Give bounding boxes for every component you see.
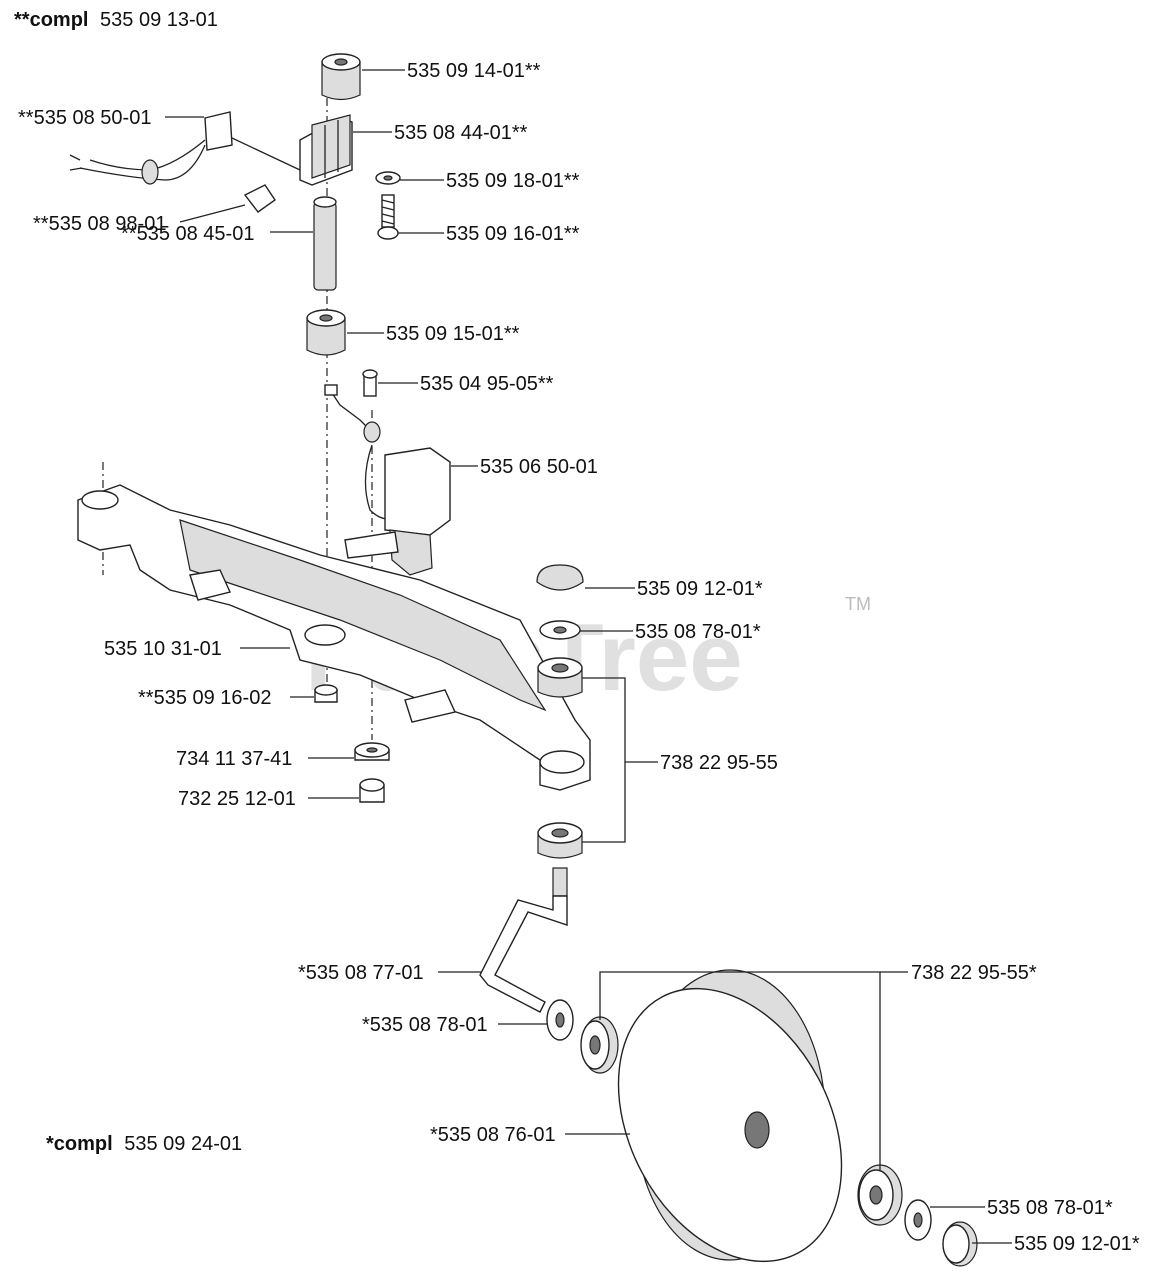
switch-bracket-part [299, 114, 353, 186]
part-label: 535 09 14-01** [407, 60, 541, 82]
part-label: 535 04 95-05** [420, 373, 554, 395]
part-label: 738 22 95-55* [911, 962, 1037, 984]
bearing-upper-part [537, 657, 583, 698]
compl-top-number: 535 09 13-01 [100, 9, 218, 31]
bearing-wheel-outer-part [857, 1164, 903, 1226]
compl-bottom-prefix: *compl [46, 1133, 113, 1155]
part-label: **535 09 16-02 [138, 687, 271, 709]
part-label: 535 08 44-01** [394, 122, 528, 144]
washer-wheel-outer-part [904, 1199, 932, 1241]
washer-upper-part [539, 620, 581, 640]
part-label: *535 08 77-01 [298, 962, 424, 984]
lower-bushing-part [306, 309, 346, 356]
compl-bottom-number: 535 09 24-01 [124, 1133, 242, 1155]
part-label: *535 08 78-01 [362, 1014, 488, 1036]
part-label: 535 10 31-01 [104, 638, 222, 660]
leader-lines [165, 69, 1012, 1244]
sensor-unit-part [324, 384, 451, 576]
part-label: 535 09 16-01** [446, 223, 580, 245]
part-label: 535 09 12-01* [1014, 1233, 1140, 1255]
part-label: 535 06 50-01 [480, 456, 598, 478]
clip-part [243, 184, 276, 213]
shaft-part [313, 196, 337, 291]
front-axle-part [77, 484, 591, 791]
part-label: **535 08 45-01 [121, 223, 254, 245]
part-label: 535 09 15-01** [386, 323, 520, 345]
pin-part [362, 369, 378, 397]
washer-mid-part [354, 742, 390, 761]
part-label: **535 08 50-01 [18, 107, 151, 129]
washer-top-part [375, 171, 401, 185]
svg-text:**compl 535 09 13-01: **compl 535 09 13-01 [14, 9, 218, 31]
bearing-lower-part [537, 822, 583, 859]
cap-wheel-outer-part [942, 1221, 978, 1267]
compl-top-prefix: **compl [14, 9, 88, 31]
part-label: 535 08 78-01* [987, 1197, 1113, 1219]
part-label: *535 08 76-01 [430, 1124, 556, 1146]
part-label: 535 09 18-01** [446, 170, 580, 192]
nut-small-part [314, 684, 338, 703]
cap-top-part [536, 564, 584, 591]
wheel-part [617, 969, 843, 1263]
part-label: **535 08 98-01 [33, 213, 166, 235]
part-label: 734 11 37-41 [176, 748, 292, 770]
header-compl-top: **compl 535 09 13-01 [14, 9, 218, 31]
watermark-trademark: TM [845, 594, 871, 614]
wire-harness-part [69, 111, 233, 185]
top-bushing-part [321, 53, 361, 101]
part-label: 732 25 12-01 [178, 788, 296, 810]
nut-part [359, 778, 385, 803]
crank-axle-part [479, 867, 568, 1013]
bearing-wheel-inner-part [580, 1016, 619, 1074]
header-compl-bottom: *compl 535 09 24-01 [46, 1133, 242, 1155]
part-label: 535 08 78-01* [635, 621, 761, 643]
screw-part [377, 194, 399, 240]
washer-wheel-inner-part [546, 999, 574, 1041]
part-label: 535 09 12-01* [637, 578, 763, 600]
svg-text:*compl 535 09 24-01: *compl 535 09 24-01 [46, 1133, 242, 1155]
part-label: 738 22 95-55 [660, 752, 778, 774]
